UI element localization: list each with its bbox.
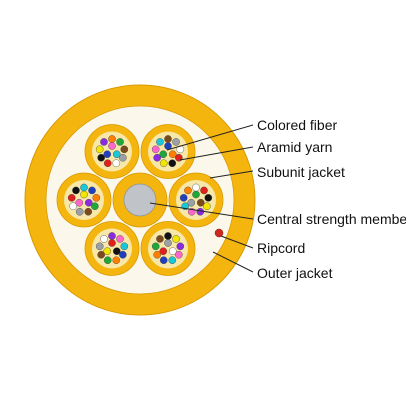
- central-strength-member: [123, 183, 157, 217]
- colored-fiber: [179, 194, 188, 202]
- colored-fiber: [159, 159, 168, 168]
- colored-fiber: [184, 186, 192, 195]
- subunit: [84, 221, 140, 276]
- colored-fiber: [88, 186, 96, 195]
- colored-fiber: [120, 242, 129, 251]
- colored-fiber: [151, 242, 160, 251]
- colored-fiber: [116, 235, 124, 243]
- subunit: [140, 124, 196, 179]
- colored-fiber: [84, 207, 93, 216]
- leader-line-aramid-yarn: [179, 146, 254, 161]
- colored-fiber: [176, 242, 185, 251]
- callout-labels: Colored fiber Aramid yarn Subunit jacket…: [257, 117, 406, 281]
- subunit: [140, 221, 196, 276]
- colored-fiber: [203, 202, 211, 211]
- colored-fiber: [80, 183, 88, 192]
- leader-line-ripcord: [220, 235, 254, 249]
- colored-fiber: [119, 153, 127, 162]
- leader-line-colored-fiber: [166, 124, 254, 151]
- colored-fiber: [112, 247, 121, 256]
- colored-fiber: [153, 153, 161, 162]
- colored-fiber: [196, 198, 205, 207]
- colored-fiber: [164, 239, 172, 247]
- label-subunit-jacket: Subunit jacket: [257, 164, 345, 180]
- colored-fiber: [200, 186, 208, 195]
- colored-fiber: [168, 150, 177, 159]
- colored-fiber: [100, 235, 108, 243]
- leader-line-subunit-jacket: [209, 170, 254, 179]
- label-colored-fiber: Colored fiber: [257, 117, 337, 133]
- colored-fiber: [172, 235, 180, 243]
- label-aramid-yarn: Aramid yarn: [257, 139, 332, 155]
- colored-fiber: [164, 135, 172, 143]
- colored-fiber: [187, 198, 196, 207]
- colored-fiber: [172, 138, 180, 146]
- colored-fiber: [116, 138, 124, 146]
- colored-fiber: [175, 153, 183, 162]
- colored-fiber: [119, 250, 127, 259]
- colored-fiber: [103, 150, 112, 159]
- colored-fiber: [192, 190, 200, 199]
- colored-fiber: [95, 145, 104, 154]
- subunit: [56, 172, 112, 228]
- colored-fiber: [168, 247, 177, 256]
- colored-fiber: [159, 256, 168, 265]
- subunit: [84, 124, 140, 179]
- label-outer-jacket: Outer jacket: [257, 265, 333, 281]
- colored-fiber: [153, 250, 161, 259]
- colored-fiber: [103, 159, 112, 168]
- colored-fiber: [100, 138, 108, 146]
- colored-fiber: [103, 256, 112, 265]
- colored-fiber: [92, 194, 101, 202]
- colored-fiber: [204, 194, 213, 202]
- colored-fiber: [120, 145, 129, 154]
- colored-fiber: [91, 202, 99, 211]
- leader-line-central-strength-member: [149, 202, 254, 220]
- label-central-strength-member: Central strength member: [257, 211, 406, 227]
- colored-fiber: [80, 190, 88, 199]
- colored-fiber: [112, 159, 121, 168]
- leader-lines: [149, 124, 254, 273]
- colored-fiber: [108, 232, 116, 240]
- colored-fiber: [69, 202, 77, 211]
- colored-fiber: [75, 198, 84, 207]
- colored-fiber: [168, 256, 177, 265]
- colored-fiber: [175, 250, 183, 259]
- colored-fiber: [97, 250, 105, 259]
- colored-fiber: [97, 153, 105, 162]
- colored-fiber: [164, 232, 172, 240]
- colored-fiber: [192, 183, 200, 192]
- colored-fiber: [95, 242, 104, 251]
- colored-fiber: [112, 256, 121, 265]
- colored-fiber: [108, 135, 116, 143]
- colored-fiber: [67, 194, 76, 202]
- colored-fiber: [112, 150, 121, 159]
- colored-fiber: [84, 198, 93, 207]
- colored-fiber: [159, 247, 168, 256]
- cable-cross-section: [24, 84, 256, 316]
- leader-line-outer-jacket: [212, 251, 254, 273]
- subunit: [168, 172, 224, 228]
- colored-fiber: [168, 159, 177, 168]
- colored-fiber: [72, 186, 80, 195]
- ripcord: [214, 228, 224, 238]
- colored-fiber: [103, 247, 112, 256]
- label-ripcord: Ripcord: [257, 240, 305, 256]
- colored-fiber: [156, 235, 164, 243]
- colored-fiber: [196, 207, 205, 216]
- colored-fiber: [159, 150, 168, 159]
- colored-fiber: [151, 145, 160, 154]
- subunit-group: [56, 124, 224, 276]
- colored-fiber: [108, 142, 116, 150]
- colored-fiber: [156, 138, 164, 146]
- colored-fiber: [108, 239, 116, 247]
- colored-fiber: [75, 207, 84, 216]
